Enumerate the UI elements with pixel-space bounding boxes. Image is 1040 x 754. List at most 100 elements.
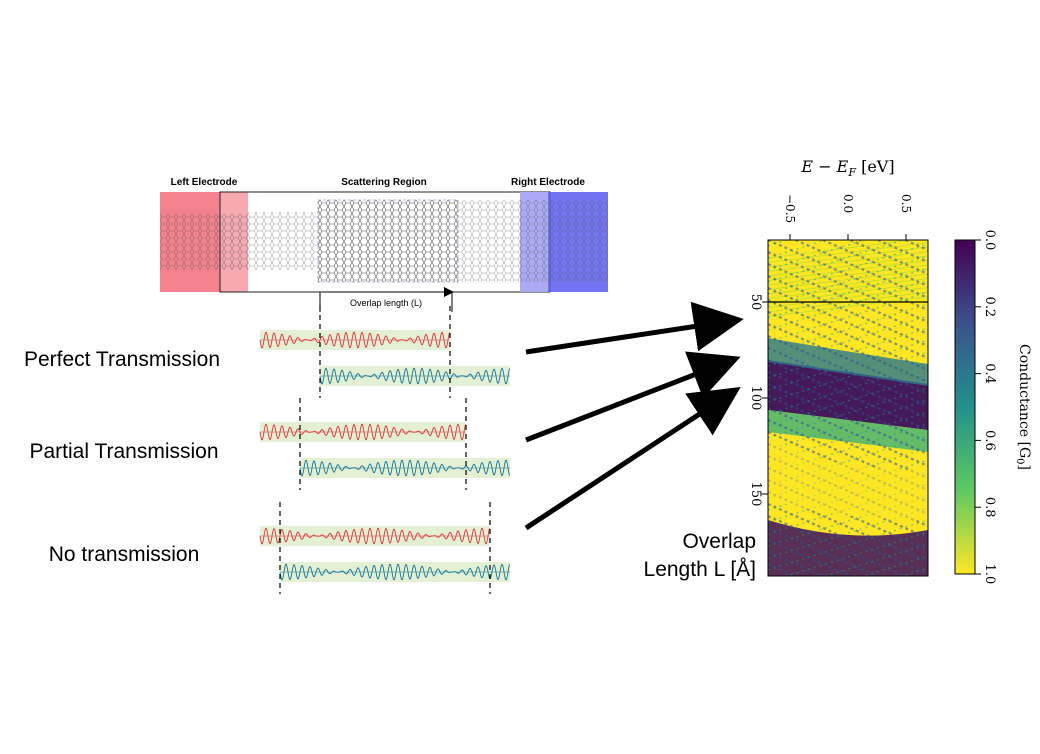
scattering-region-label: Scattering Region xyxy=(341,177,427,188)
fringe-line xyxy=(768,624,928,694)
fringe-line xyxy=(792,240,928,300)
case-label-perfect: Perfect Transmission xyxy=(24,348,220,371)
fringe-cross xyxy=(768,339,928,391)
bottom-wave xyxy=(319,367,511,385)
colorbar-tick-label: 1.0 xyxy=(982,564,997,585)
colorbar-tick-label: 0.0 xyxy=(982,230,997,251)
left-tick-label: 100 xyxy=(748,386,763,411)
fringe-cross xyxy=(768,315,928,367)
fringe-cross xyxy=(768,399,928,451)
fringe-line xyxy=(768,240,928,312)
top-tick-label: 0.5 xyxy=(899,194,913,213)
fringe-line xyxy=(768,406,928,480)
left-tick-label: 50 xyxy=(748,294,763,311)
fringe-cross xyxy=(823,543,928,576)
teal-band-upper xyxy=(768,338,928,386)
fringe-line xyxy=(768,574,771,576)
top-wave xyxy=(259,331,451,349)
bottom-wave xyxy=(279,563,511,581)
fringe-cross xyxy=(768,411,928,463)
upper-stripe xyxy=(768,273,928,295)
fringe-cross xyxy=(768,423,928,475)
left-axis-title-line1: Overlap xyxy=(682,530,756,553)
right-tube-segment xyxy=(458,200,520,282)
fringe-line xyxy=(768,514,908,576)
fringe-line xyxy=(768,370,928,444)
fringe-line xyxy=(768,274,928,348)
fringe-cross xyxy=(768,291,928,343)
colorbar-tick-label: 0.2 xyxy=(982,296,997,317)
fringe-line xyxy=(768,382,928,456)
fringe-line xyxy=(768,502,928,576)
fringe-cross xyxy=(768,363,928,415)
fringe-line xyxy=(768,394,928,468)
top-tick-label: 0.0 xyxy=(841,194,855,213)
overlap-length-label: Overlap length (L) xyxy=(350,298,422,308)
left-tick-label: 150 xyxy=(748,482,763,507)
fringe-cross xyxy=(768,459,928,511)
fringe-line xyxy=(768,298,928,372)
fringe-cross xyxy=(768,255,928,307)
top-wave xyxy=(259,423,467,441)
left-axis: 50 100 150 xyxy=(748,294,768,507)
top-axis-title: E − EF [eV] xyxy=(800,157,894,179)
fringe-cross xyxy=(768,279,928,331)
bottom-wave xyxy=(299,459,511,477)
fringe-line xyxy=(768,334,928,408)
left-tube-segment xyxy=(248,212,318,270)
upper-stripe xyxy=(768,251,928,272)
yellow-wedge xyxy=(768,440,928,520)
fringe-cross xyxy=(784,531,928,576)
wave-panel-3 xyxy=(259,502,511,594)
colorbar-title: Conductance [G0] xyxy=(1014,344,1032,470)
fringe-line xyxy=(768,600,928,670)
fringe-cross xyxy=(768,327,928,379)
teal-band-lower xyxy=(768,410,928,452)
fringe-line xyxy=(768,490,928,564)
device-schematic: Left Electrode Scattering Region Right E… xyxy=(160,177,608,312)
upper-stripe xyxy=(768,269,928,290)
upper-stripe xyxy=(768,287,928,308)
fringe-line xyxy=(768,310,928,384)
fringe-cross xyxy=(768,387,928,439)
fringe-line xyxy=(768,286,928,360)
right-electrode-label: Right Electrode xyxy=(511,177,585,188)
fringe-line xyxy=(768,466,928,540)
case-label-partial: Partial Transmission xyxy=(29,440,218,463)
fringe-line xyxy=(768,322,928,396)
fringe-line xyxy=(768,612,928,682)
upper-stripe xyxy=(768,255,928,277)
overlap-tube-segment xyxy=(317,199,459,283)
arrows xyxy=(524,301,744,531)
fringe-line xyxy=(768,588,928,658)
fringe-cross xyxy=(768,351,928,403)
top-tick-label: −0.5 xyxy=(783,194,797,223)
fringe-cross xyxy=(768,375,928,427)
right-lead-lattice xyxy=(520,200,608,282)
fringe-line xyxy=(768,262,928,336)
left-lead-lattice xyxy=(160,214,248,270)
heatmap-pattern xyxy=(768,240,928,694)
wave-panels xyxy=(259,306,511,594)
fringe-cross xyxy=(768,519,928,571)
fringe-line xyxy=(768,250,928,324)
fringe-cross xyxy=(768,435,928,487)
colorbar xyxy=(954,239,976,575)
left-axis-title-line2: Length L [Å] xyxy=(644,558,756,581)
colorbar-ticks: 0.00.20.40.60.81.0 xyxy=(975,230,997,585)
left-electrode-label: Left Electrode xyxy=(171,177,238,188)
fringe-line xyxy=(768,358,928,432)
fringe-cross xyxy=(861,555,928,576)
fringe-cross xyxy=(768,303,928,355)
arrow-none xyxy=(524,387,741,531)
fringe-cross xyxy=(768,243,928,295)
fringe-cross xyxy=(768,580,928,630)
top-wave xyxy=(259,527,491,545)
fringe-line xyxy=(874,240,928,264)
colorbar-tick-label: 0.6 xyxy=(982,430,997,451)
fringe-line xyxy=(768,346,928,420)
fringe-line xyxy=(847,240,928,276)
top-axis: −0.5 0.0 0.5 xyxy=(783,194,913,240)
